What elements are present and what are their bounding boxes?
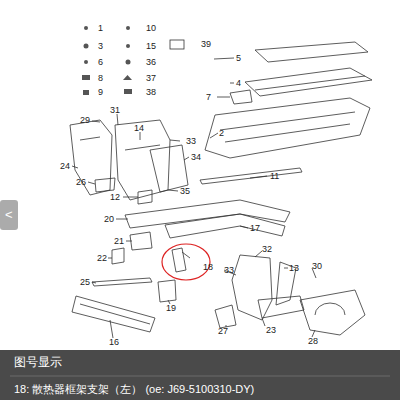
callout-number: 30 [312, 262, 322, 271]
callout-number: 7 [206, 93, 211, 102]
callout-number: 37 [146, 74, 156, 83]
callout-number: 38 [146, 88, 156, 97]
nav-arrow: < [5, 208, 13, 221]
callout-number: 14 [134, 124, 144, 133]
callout-number: 22 [97, 254, 107, 263]
callout-number: 2 [219, 129, 224, 138]
section-heading: 图号显示 [14, 356, 62, 368]
callout-number: 31 [110, 106, 120, 115]
callout-number: 9 [98, 88, 103, 97]
callout-number: 21 [114, 237, 124, 246]
callout-number: 5 [236, 54, 241, 63]
callout-number: 15 [146, 42, 156, 51]
callout-number: 11 [270, 172, 279, 181]
callout-number: 1 [98, 24, 103, 33]
callout-number: 25 [80, 278, 90, 287]
callout-number: 29 [80, 116, 90, 125]
callout-number: 33 [224, 266, 234, 275]
callout-number: 6 [98, 58, 103, 67]
callout-number: 8 [98, 74, 103, 83]
callout-number: 26 [76, 178, 86, 187]
part-caption: 18: 散热器框架支架（左） (oe: J69-5100310-DY) [14, 384, 254, 395]
callout-number: 36 [146, 58, 156, 67]
callout-number: 20 [104, 215, 114, 224]
callout-number: 35 [180, 187, 190, 196]
callout-number: 16 [109, 338, 119, 347]
callout-number: 34 [191, 153, 201, 162]
callout-number: 13 [289, 264, 299, 273]
callout-number: 33 [186, 137, 196, 146]
callout-number: 27 [218, 327, 228, 336]
callout-number: 17 [250, 224, 260, 233]
callout-number: 12 [110, 193, 120, 202]
callout-number: 18 [203, 263, 213, 272]
callout-number: 28 [308, 337, 318, 346]
callout-number: 3 [98, 42, 103, 51]
callout-number: 32 [262, 245, 272, 254]
callout-number: 10 [146, 24, 156, 33]
callout-number: 39 [201, 40, 211, 49]
callout-number: 4 [236, 79, 241, 88]
callout-number: 23 [266, 326, 276, 335]
callout-number: 19 [166, 304, 176, 313]
callout-number: 24 [60, 162, 70, 171]
